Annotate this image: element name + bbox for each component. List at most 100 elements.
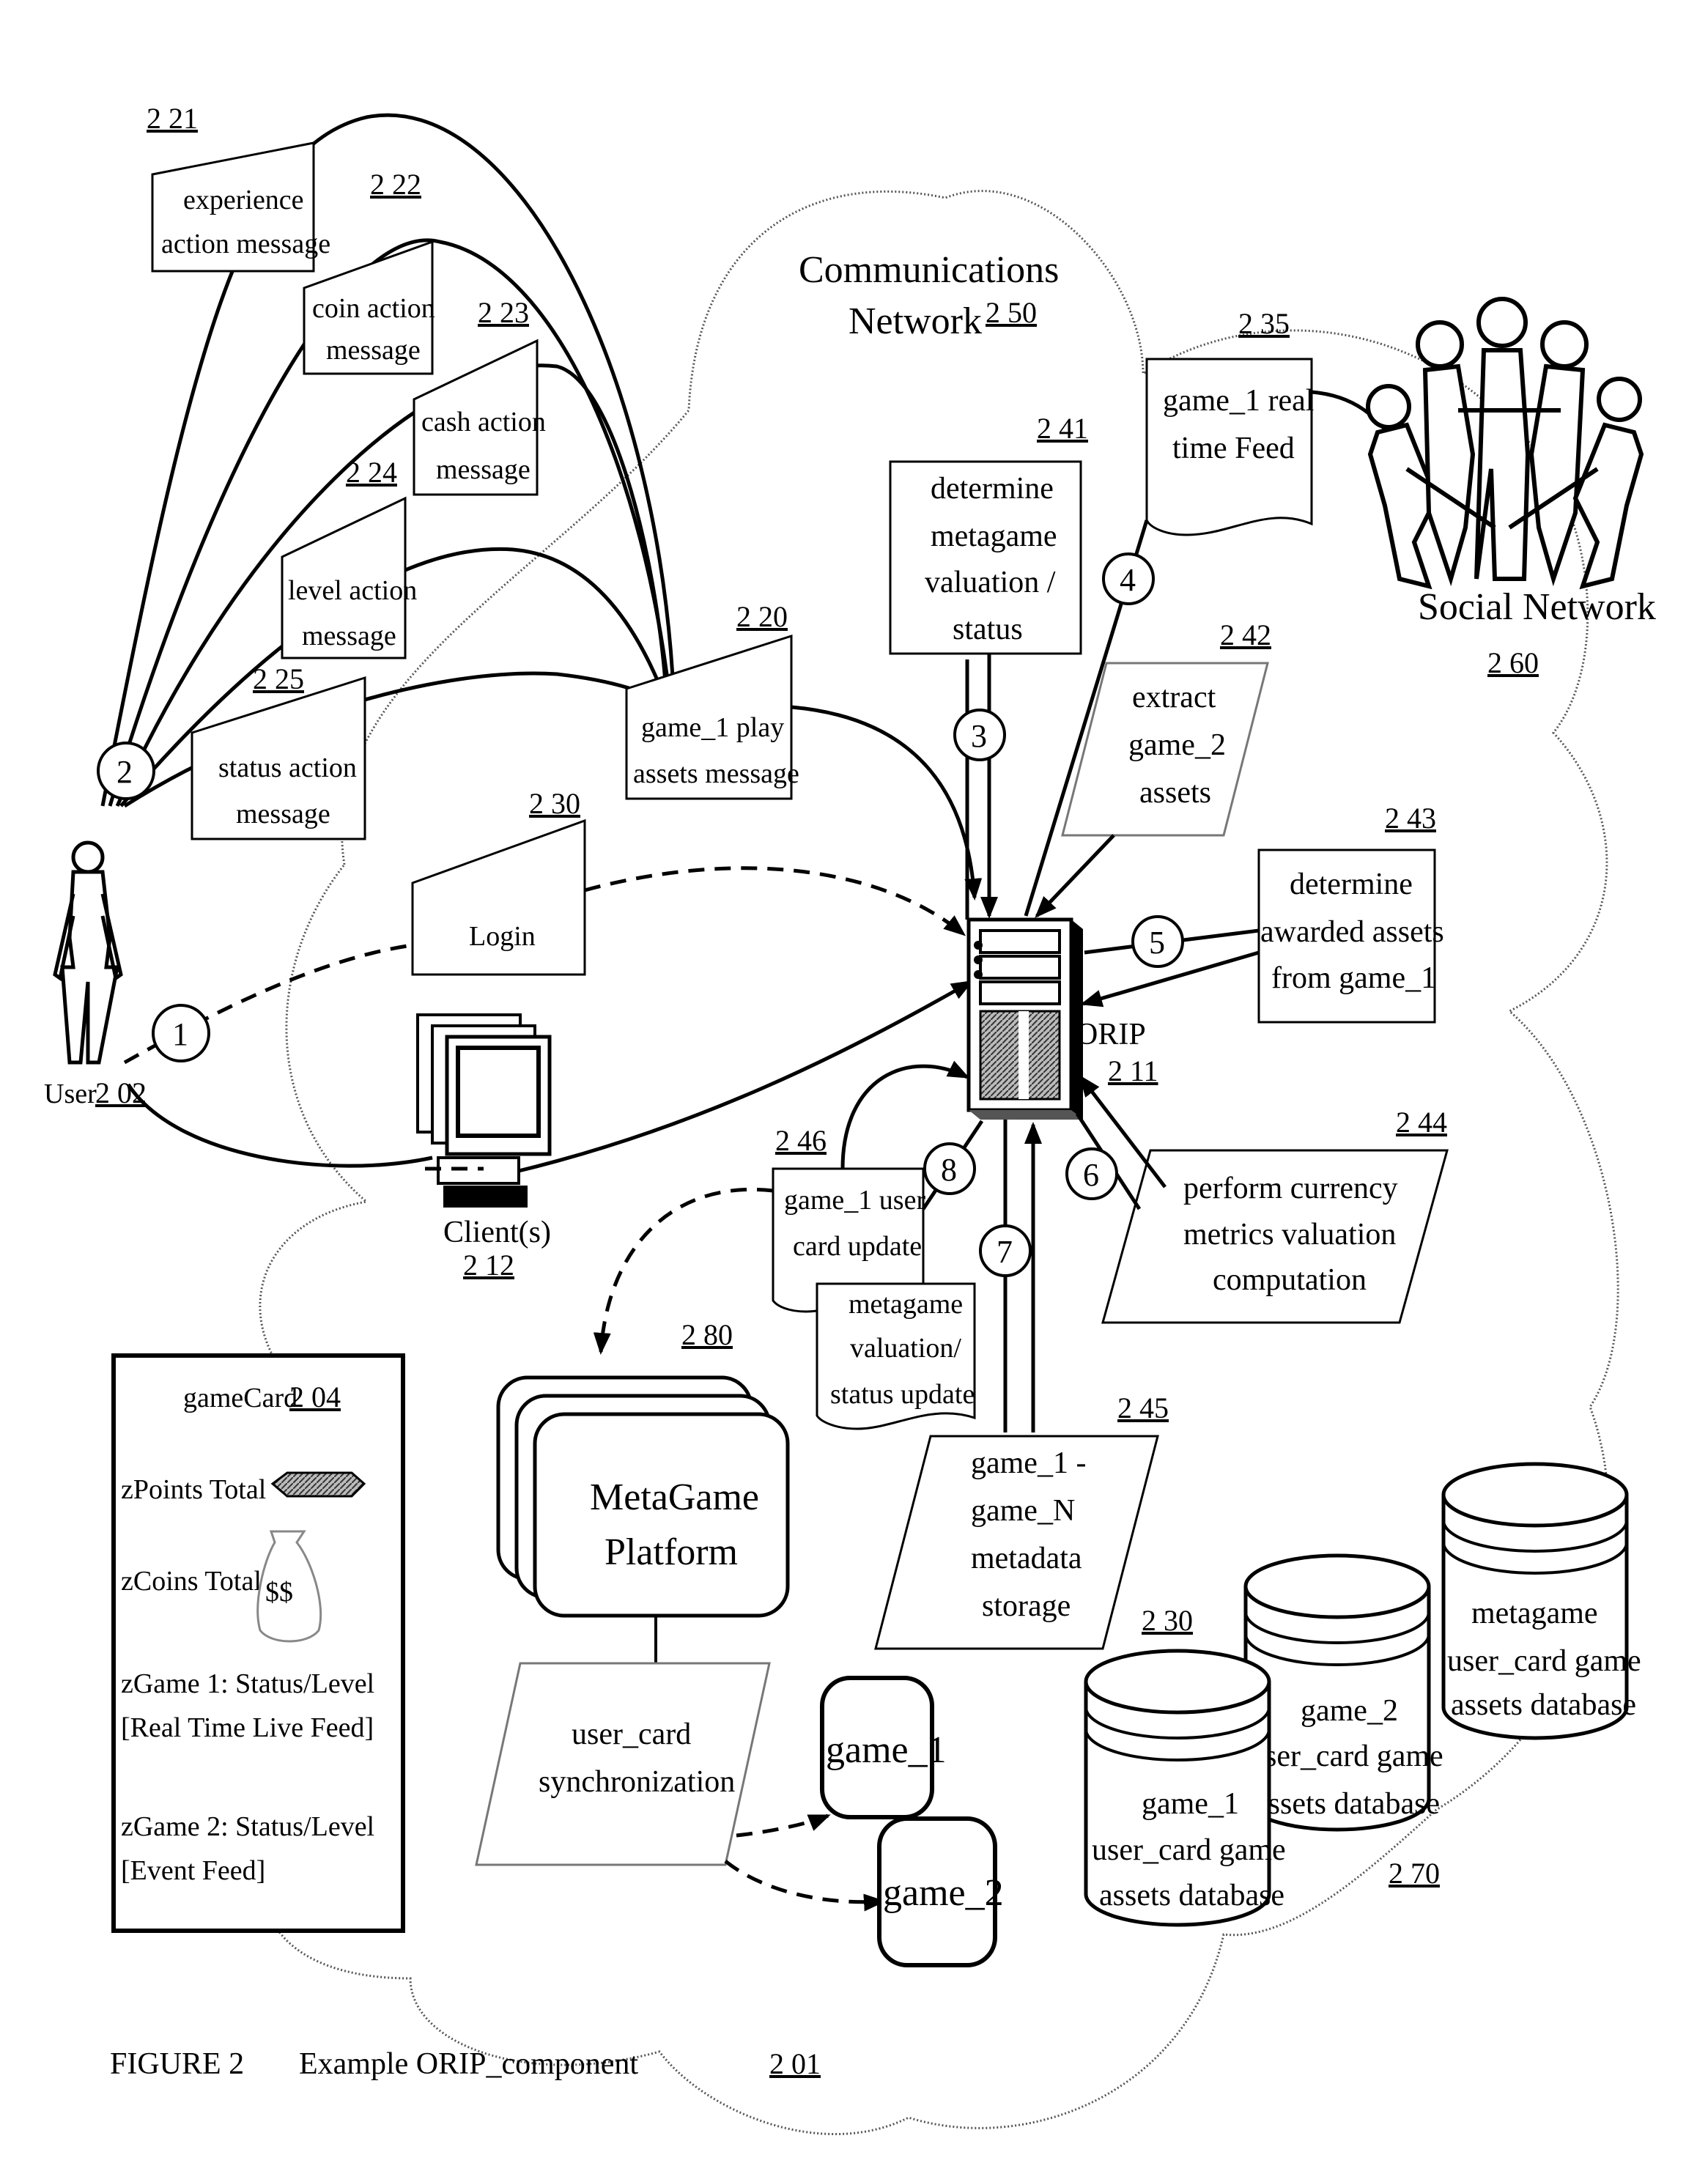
svg-text:game_2: game_2: [1128, 728, 1226, 762]
svg-text:2: 2: [117, 754, 133, 790]
login-ref: 2 30: [529, 787, 580, 820]
user-figure: [55, 843, 121, 1062]
level-action-message: 2 24 level action message: [282, 456, 417, 658]
orip-label: ORIP: [1076, 1018, 1146, 1051]
svg-text:game_1 real: game_1 real: [1163, 384, 1314, 418]
game-2-box: game_2: [879, 1819, 1004, 1965]
svg-text:8: 8: [941, 1152, 957, 1188]
svg-text:1: 1: [172, 1016, 188, 1052]
play-ref: 2 20: [736, 600, 788, 633]
user-label: User: [44, 1079, 97, 1109]
step-243-ref: 2 43: [1385, 802, 1436, 835]
svg-text:3: 3: [971, 718, 987, 754]
play-to-orip-arc: [791, 707, 975, 898]
svg-text:game_1 user: game_1 user: [784, 1185, 925, 1216]
svg-text:4: 4: [1120, 562, 1136, 598]
svg-text:computation: computation: [1213, 1263, 1367, 1297]
svg-text:assets database: assets database: [1099, 1879, 1284, 1912]
figure-label: FIGURE 2: [110, 2047, 244, 2081]
svg-text:assets: assets: [1139, 776, 1211, 810]
figure-ref: 2 01: [769, 2047, 821, 2080]
databases-ref-b: 2 70: [1389, 1857, 1440, 1890]
network-ref: 2 50: [986, 296, 1037, 329]
user-ref: 2 02: [95, 1076, 147, 1109]
svg-text:determine: determine: [931, 472, 1054, 506]
zpoints-label: zPoints Total: [121, 1474, 266, 1505]
level-ref: 2 24: [346, 456, 397, 489]
step-245-metadata-storage: 2 45 game_1 - game_N metadata storage: [876, 1391, 1169, 1649]
cash-ref: 2 23: [478, 296, 529, 329]
social-network-people-icon: [1368, 299, 1641, 586]
network-label-2: Network: [849, 300, 982, 342]
svg-text:valuation/: valuation/: [850, 1333, 961, 1364]
svg-text:cash action: cash action: [421, 407, 546, 437]
money-symbol: $$: [265, 1577, 293, 1608]
svg-text:status update: status update: [830, 1379, 975, 1410]
user-card-synchronization: user_card synchronization: [476, 1663, 769, 1865]
step-244-ref: 2 44: [1396, 1106, 1447, 1139]
svg-text:action message: action message: [161, 229, 330, 259]
coin-ref: 2 22: [370, 168, 421, 201]
svg-text:assets database: assets database: [1451, 1688, 1636, 1722]
svg-text:coin action: coin action: [312, 293, 435, 324]
svg-text:extract: extract: [1132, 681, 1216, 714]
client-computers: [418, 1015, 550, 1208]
step-243-awarded-assets: 2 43 determine awarded assets from game_…: [1259, 802, 1444, 1022]
clients-ref: 2 12: [463, 1249, 514, 1282]
svg-text:message: message: [236, 799, 330, 829]
svg-text:game_1: game_1: [1142, 1787, 1239, 1821]
step-circle-4: 4: [1103, 554, 1153, 604]
step-circle-7: 7: [980, 1226, 1030, 1276]
svg-text:assets database: assets database: [1254, 1787, 1440, 1821]
platform-ref: 2 80: [681, 1318, 733, 1351]
svg-text:user_card game: user_card game: [1092, 1833, 1286, 1867]
step-247-status-update: metagame valuation/ status update: [817, 1284, 975, 1429]
svg-text:perform currency: perform currency: [1183, 1172, 1398, 1205]
login-dashed-arc: [585, 868, 964, 934]
svg-text:from game_1: from game_1: [1271, 961, 1436, 995]
svg-text:game_1: game_1: [826, 1729, 947, 1771]
metagame-platform: 2 80 MetaGame Platform: [498, 1318, 788, 1616]
svg-text:user_card game: user_card game: [1447, 1644, 1641, 1678]
svg-text:game_2: game_2: [1301, 1694, 1398, 1728]
zgame1-feed: [Real Time Live Feed]: [121, 1712, 374, 1743]
zgame2-status: zGame 2: Status/Level: [121, 1811, 374, 1842]
step-circle-8: 8: [925, 1144, 975, 1194]
svg-text:game_1 play: game_1 play: [641, 712, 784, 743]
svg-text:experience: experience: [183, 185, 304, 215]
figure-caption: Example ORIP_component: [299, 2047, 638, 2081]
step-241-determine-valuation: 2 41 determine metagame valuation / stat…: [890, 412, 1088, 654]
svg-text:6: 6: [1083, 1157, 1099, 1193]
game-1-box: game_1: [822, 1678, 947, 1817]
svg-text:metagame: metagame: [849, 1289, 963, 1320]
step-circle-1: 1: [153, 1005, 209, 1061]
experience-ref: 2 21: [147, 102, 198, 135]
svg-text:synchronization: synchronization: [539, 1765, 735, 1799]
svg-text:assets message: assets message: [633, 758, 799, 789]
game-2-database: game_2 user_card game assets database: [1246, 1556, 1443, 1830]
svg-text:user_card: user_card: [572, 1718, 691, 1751]
step-circle-2: 2: [98, 743, 154, 799]
login-message: 2 30 Login: [413, 787, 585, 975]
step-circle-3: 3: [955, 710, 1005, 760]
step-241-ref: 2 41: [1037, 412, 1088, 445]
svg-text:game_2: game_2: [883, 1872, 1004, 1914]
social-network-label: Social Network: [1418, 586, 1656, 628]
gamecard-ref: 2 04: [289, 1380, 341, 1413]
experience-action-message: 2 21 experience action message: [147, 102, 330, 271]
status-action-message: 2 25 status action message: [192, 662, 365, 839]
svg-text:status: status: [953, 613, 1023, 646]
svg-text:time Feed: time Feed: [1172, 432, 1295, 465]
svg-text:game_1 -: game_1 -: [971, 1446, 1086, 1480]
svg-text:message: message: [436, 454, 530, 485]
client-to-orip-curve: [513, 982, 971, 1172]
step-246-ref: 2 46: [775, 1124, 827, 1157]
svg-text:Platform: Platform: [605, 1531, 738, 1573]
svg-text:user_card game: user_card game: [1249, 1739, 1443, 1773]
coin-action-message: 2 22 coin action message: [304, 168, 435, 374]
play-assets-message: 2 20 game_1 play assets message: [626, 600, 799, 799]
clients-label: Client(s): [443, 1216, 551, 1249]
svg-text:status action: status action: [218, 753, 357, 783]
metagame-database: metagame user_card game assets database: [1443, 1464, 1641, 1738]
zcoins-label: zCoins Total: [121, 1566, 262, 1597]
